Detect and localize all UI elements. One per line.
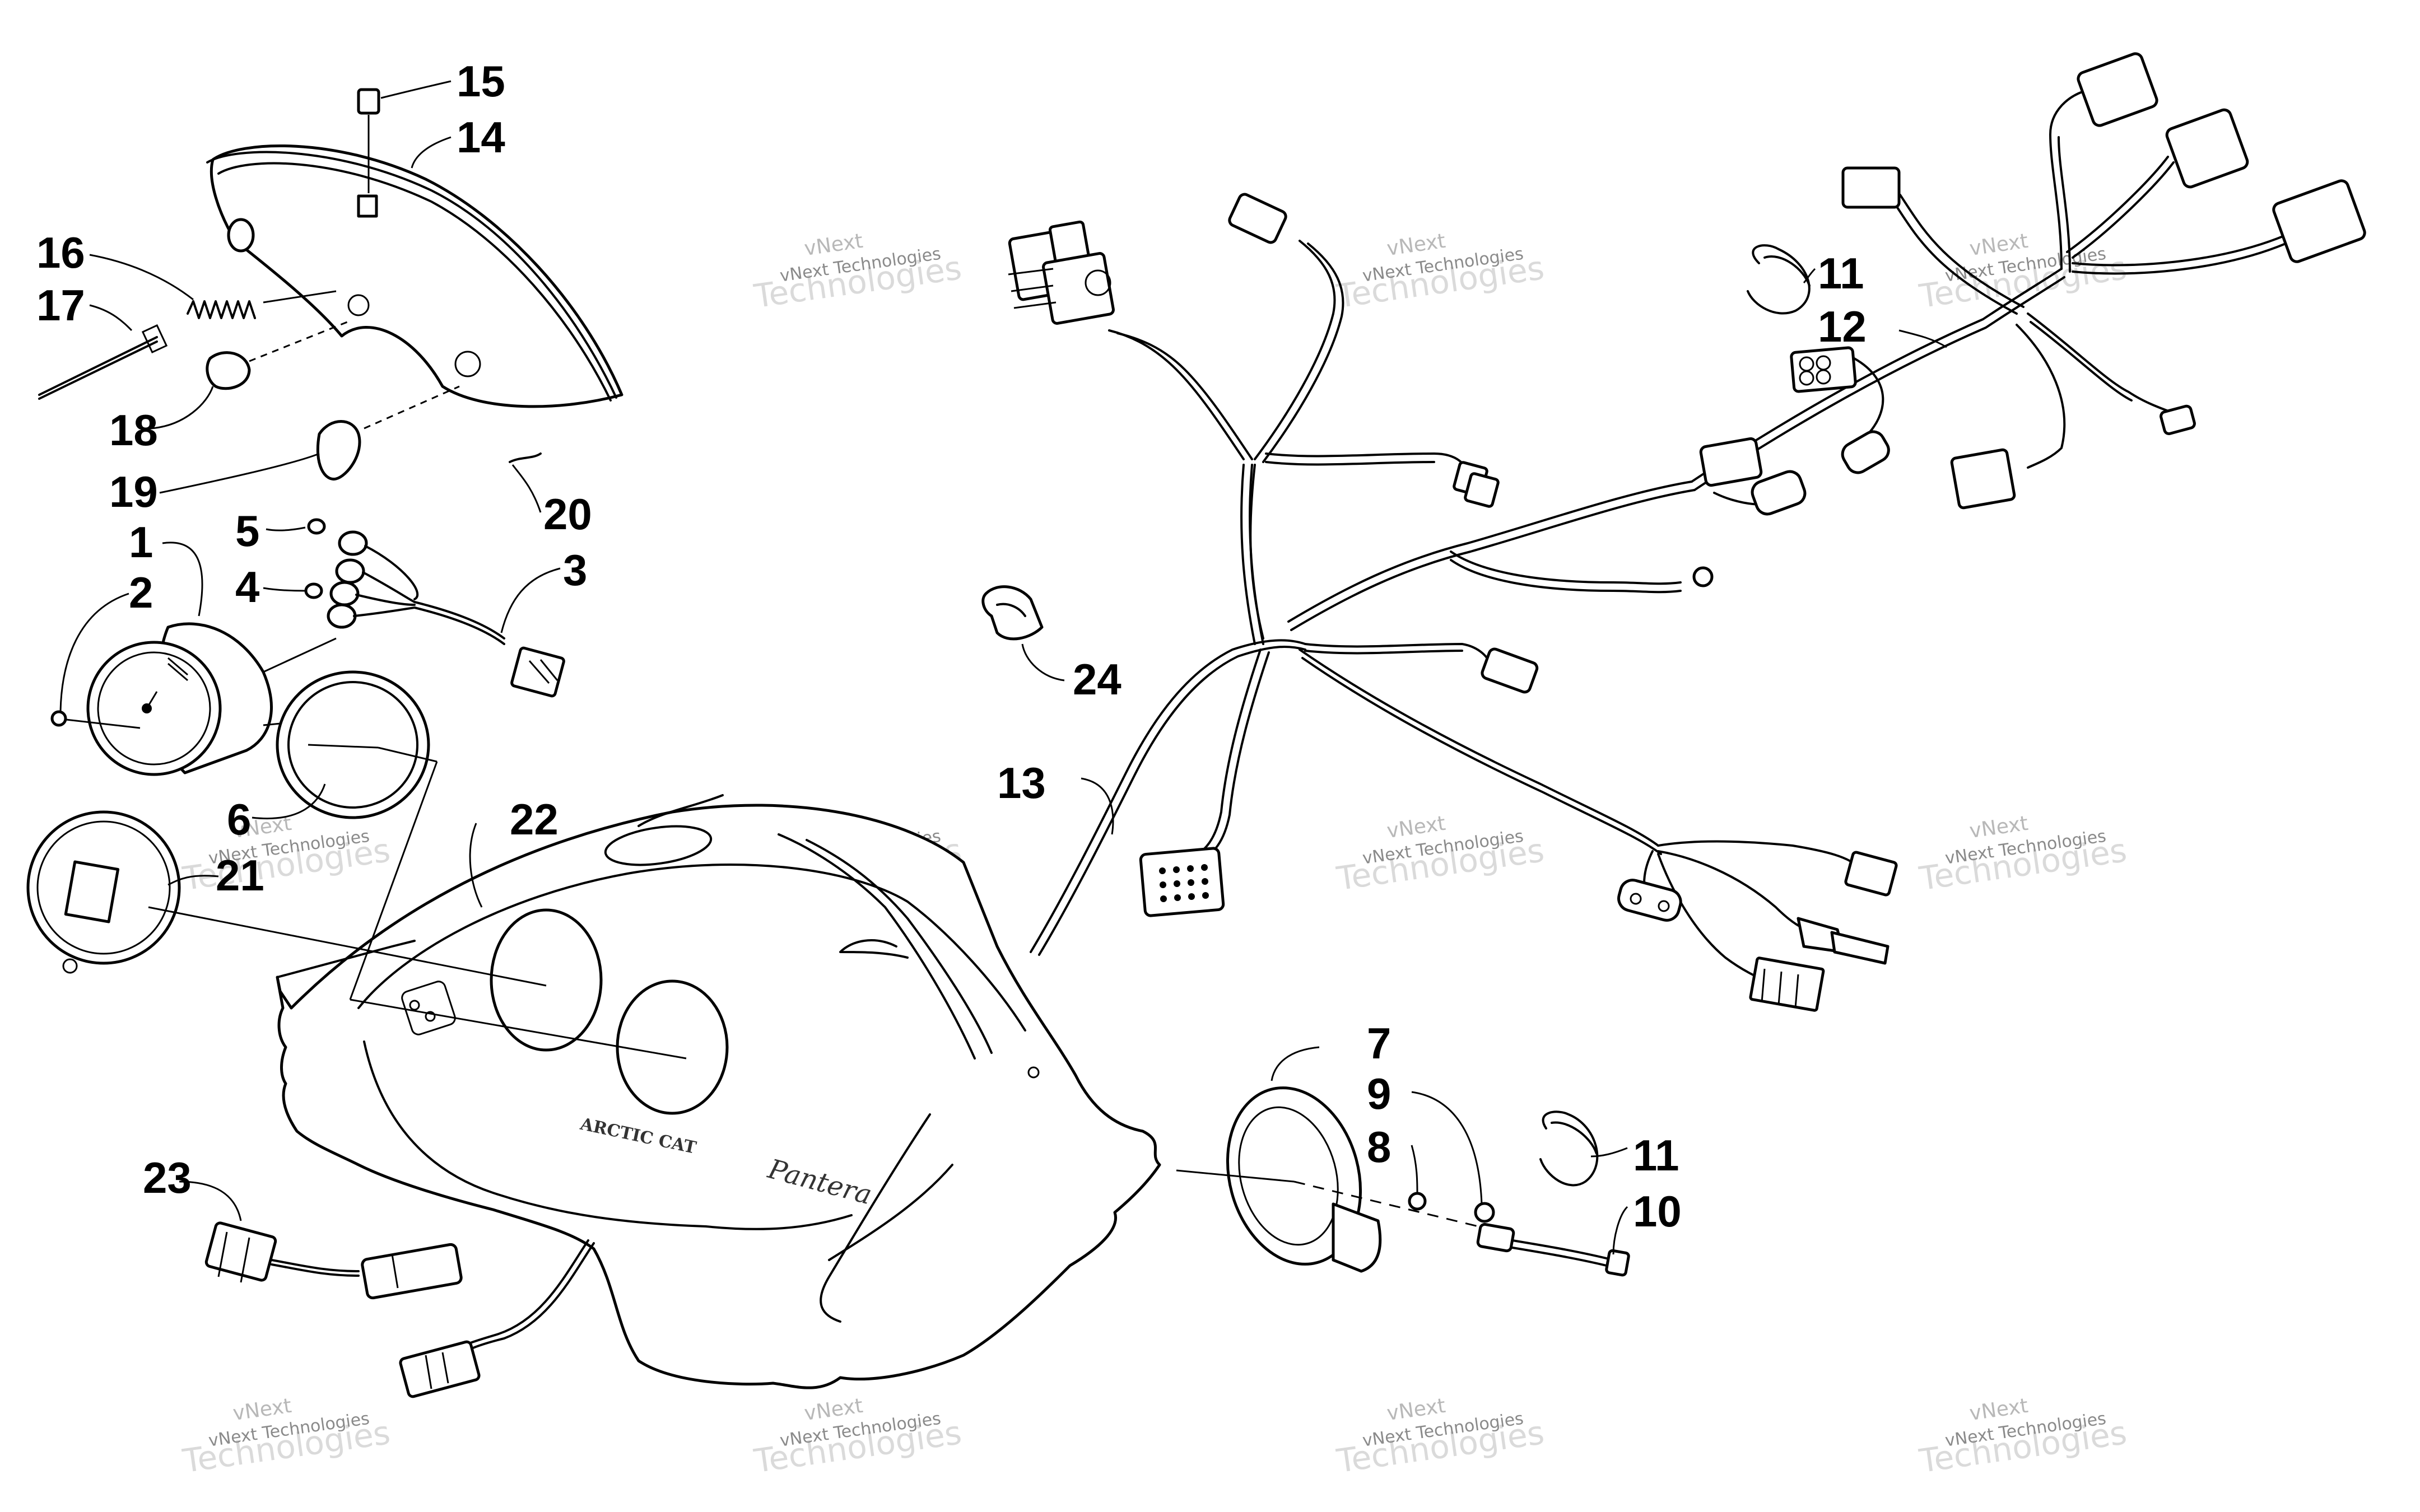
callout-4: 4	[235, 562, 259, 612]
callout-5: 5	[235, 506, 259, 556]
clip-part-15	[357, 88, 380, 115]
socket	[335, 558, 365, 584]
watermark: Technologies vNext vNext Technologies	[180, 1394, 392, 1480]
callout-20: 20	[543, 489, 592, 539]
connector	[1042, 252, 1115, 325]
watermark: Technologies vNext vNext Technologies	[751, 1394, 964, 1480]
callout-1: 1	[129, 517, 153, 567]
connector	[1228, 193, 1287, 244]
callout-13: 13	[997, 758, 1046, 808]
hood-console-part-22: ARCTIC CAT Pantera	[148, 761, 1161, 1389]
bulb-part-4	[304, 582, 323, 599]
headlight-housing	[210, 144, 623, 408]
callout-23: 23	[143, 1153, 192, 1202]
cable-part-10	[1476, 1222, 1630, 1277]
adjuster-grommet	[347, 294, 370, 316]
callout-17: 17	[36, 281, 85, 330]
callout-22: 22	[510, 795, 559, 844]
watermarks: Technologies vNext vNext Technologies Te…	[180, 230, 2129, 1480]
callout-14: 14	[457, 113, 505, 162]
headlight-socket	[227, 218, 255, 253]
connector	[1139, 847, 1225, 917]
watermark: Technologies vNext vNext Technologies	[1334, 1394, 1546, 1480]
callout-10: 10	[1633, 1187, 1682, 1236]
washer-part-8	[1408, 1192, 1427, 1211]
watermark: Technologies vNext vNext Technologies	[1916, 812, 2129, 898]
callout-19: 19	[109, 467, 158, 516]
gauge-opening-left	[490, 908, 603, 1052]
callout-12: 12	[1818, 302, 1867, 351]
speedometer-cup-assembly	[1176, 244, 1816, 1277]
callout-11-lower: 11	[1633, 1131, 1679, 1180]
bulb-part-5	[307, 518, 326, 535]
bulb-part-18	[206, 321, 348, 390]
bulb-sockets	[304, 518, 565, 698]
callout-2: 2	[129, 568, 153, 617]
watermark: Technologies vNext vNext Technologies	[751, 230, 964, 315]
switch-part-23	[179, 1180, 595, 1398]
main-harness-part-13	[1008, 193, 1898, 1012]
callout-16: 16	[36, 228, 85, 277]
callout-3: 3	[563, 545, 587, 595]
callout-6: 6	[227, 795, 251, 844]
callouts: 15 14 16 17 18 19 20 5 3 1 2 4 6 21 22 2…	[36, 57, 1867, 1236]
gauge-face	[86, 641, 222, 776]
socket	[329, 581, 360, 606]
socket	[327, 603, 357, 629]
adjuster-grommet	[454, 351, 481, 377]
callout-8: 8	[1367, 1122, 1391, 1172]
callout-21: 21	[216, 851, 264, 900]
socket	[338, 530, 368, 556]
headlight-rim	[206, 151, 617, 399]
hood-shell	[276, 804, 1161, 1389]
watermark: Technologies vNext vNext Technologies	[1916, 1394, 2129, 1480]
clamp-part-11-lower	[1539, 1110, 1599, 1187]
nut-part-9	[1474, 1202, 1495, 1223]
callout-18: 18	[109, 405, 158, 455]
callout-7: 7	[1367, 1019, 1391, 1068]
connector	[1841, 166, 1901, 209]
spring-part-16	[187, 290, 337, 319]
gauge-opening-right	[616, 979, 729, 1115]
watermark: Technologies vNext vNext Technologies	[1334, 812, 1546, 898]
callout-9: 9	[1367, 1069, 1391, 1118]
connector	[1699, 437, 1763, 487]
callout-15: 15	[457, 57, 505, 106]
gauge-pin-part-2	[50, 710, 67, 727]
pin-part-20	[509, 452, 542, 463]
clip-part-24	[981, 585, 1065, 682]
clip-part-15-mount	[357, 194, 378, 218]
connector-part-3	[510, 646, 565, 698]
callout-24: 24	[1073, 655, 1121, 704]
connector	[2165, 108, 2249, 189]
gauge-assembly	[26, 518, 565, 974]
connector	[2272, 179, 2366, 263]
clamp-part-11-upper	[1747, 244, 1811, 315]
screw-part-17	[38, 324, 168, 400]
connector	[1950, 448, 2016, 510]
connector	[2077, 52, 2158, 127]
watermark: Technologies vNext vNext Technologies	[1334, 230, 1546, 315]
cup-part-7	[1226, 1086, 1362, 1266]
sub-harness-part-12	[1691, 52, 2366, 516]
bulb-part-19	[316, 385, 460, 480]
headlight-assembly	[38, 80, 623, 513]
callout-11-upper: 11	[1818, 249, 1864, 298]
